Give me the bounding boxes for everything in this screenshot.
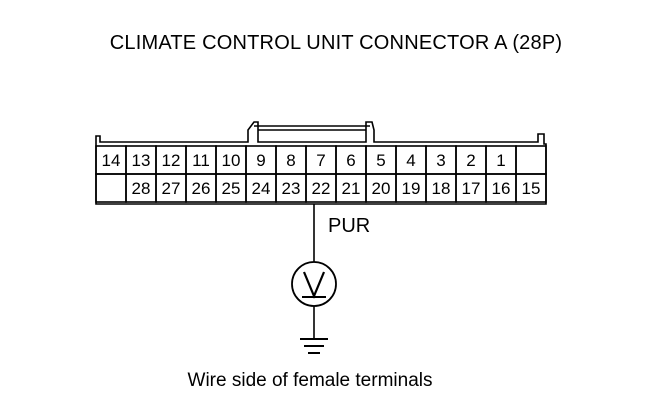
terminal-number-3: 3 — [436, 151, 445, 170]
terminal-number-25: 25 — [222, 179, 241, 198]
terminal-number-10: 10 — [222, 151, 241, 170]
terminal-number-13: 13 — [132, 151, 151, 170]
terminal-number-28: 28 — [132, 179, 151, 198]
terminal-number-9: 9 — [256, 151, 265, 170]
terminal-number-4: 4 — [406, 151, 415, 170]
terminal-number-7: 7 — [316, 151, 325, 170]
blank-cavity — [515, 145, 547, 175]
terminal-number-12: 12 — [162, 151, 181, 170]
voltmeter-icon — [291, 261, 337, 307]
terminal-number-14: 14 — [102, 151, 121, 170]
terminal-number-17: 17 — [462, 179, 481, 198]
terminal-number-11: 11 — [192, 151, 210, 170]
terminal-number-1: 1 — [496, 151, 505, 170]
diagram-caption: Wire side of female terminals — [187, 370, 433, 391]
terminal-number-24: 24 — [252, 179, 271, 198]
connector-body — [95, 121, 547, 205]
diagram-title: CLIMATE CONTROL UNIT CONNECTOR A (28P) — [109, 32, 563, 54]
terminal-number-21: 21 — [342, 179, 361, 198]
ground-icon — [300, 338, 328, 354]
terminal-number-22: 22 — [312, 179, 331, 198]
terminal-number-5: 5 — [376, 151, 385, 170]
terminal-number-8: 8 — [286, 151, 295, 170]
terminal-number-18: 18 — [432, 179, 451, 198]
terminal-number-20: 20 — [372, 179, 391, 198]
terminal-number-2: 2 — [466, 151, 475, 170]
blank-cavity — [95, 173, 127, 203]
wire-color-label: PUR — [328, 215, 371, 237]
terminal-number-27: 27 — [162, 179, 181, 198]
terminal-number-6: 6 — [346, 151, 355, 170]
terminal-cavity-15 — [515, 173, 547, 203]
terminal-number-19: 19 — [402, 179, 421, 198]
terminal-number-16: 16 — [492, 179, 511, 198]
terminal-number-15: 15 — [522, 179, 541, 198]
terminal-number-26: 26 — [192, 179, 211, 198]
terminal-number-23: 23 — [282, 179, 301, 198]
